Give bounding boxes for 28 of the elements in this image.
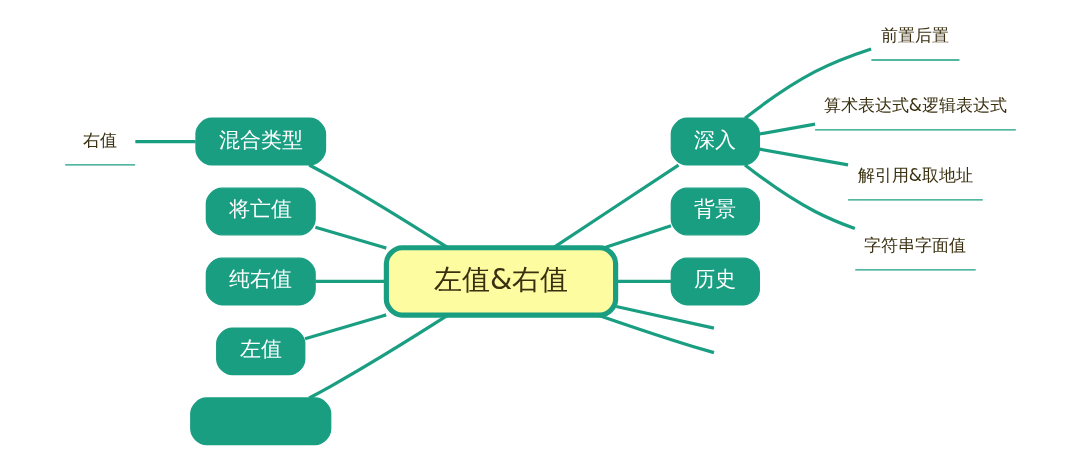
connector bbox=[597, 313, 714, 355]
connector bbox=[743, 47, 872, 120]
connector bbox=[615, 279, 671, 284]
node-box: 历史 bbox=[670, 257, 760, 306]
connector bbox=[758, 147, 848, 167]
node-box: 背景 bbox=[670, 187, 760, 236]
node-box: 左值 bbox=[215, 327, 305, 376]
node-box bbox=[189, 397, 331, 446]
connector bbox=[314, 225, 387, 250]
node-box: 将亡值 bbox=[205, 187, 316, 236]
connector bbox=[314, 279, 386, 284]
connector bbox=[615, 304, 714, 330]
connector bbox=[758, 122, 815, 136]
node-box: 纯右值 bbox=[205, 257, 316, 306]
connector bbox=[603, 224, 671, 250]
node-text: 右值 bbox=[82, 129, 117, 150]
node-text: 前置后置 bbox=[880, 25, 949, 46]
connector bbox=[134, 139, 196, 144]
connector bbox=[552, 163, 679, 249]
node-text: 字符串字面值 bbox=[863, 234, 966, 255]
node-text: 解引用&取地址 bbox=[857, 164, 973, 185]
node-text: 算术表达式&逻辑表达式 bbox=[823, 95, 1007, 116]
node-box: 左值&右值 bbox=[383, 245, 618, 318]
node-box: 深入 bbox=[670, 117, 760, 166]
connector bbox=[743, 163, 855, 231]
node-box: 混合类型 bbox=[194, 117, 326, 166]
connector bbox=[307, 163, 449, 250]
connector bbox=[304, 313, 387, 341]
